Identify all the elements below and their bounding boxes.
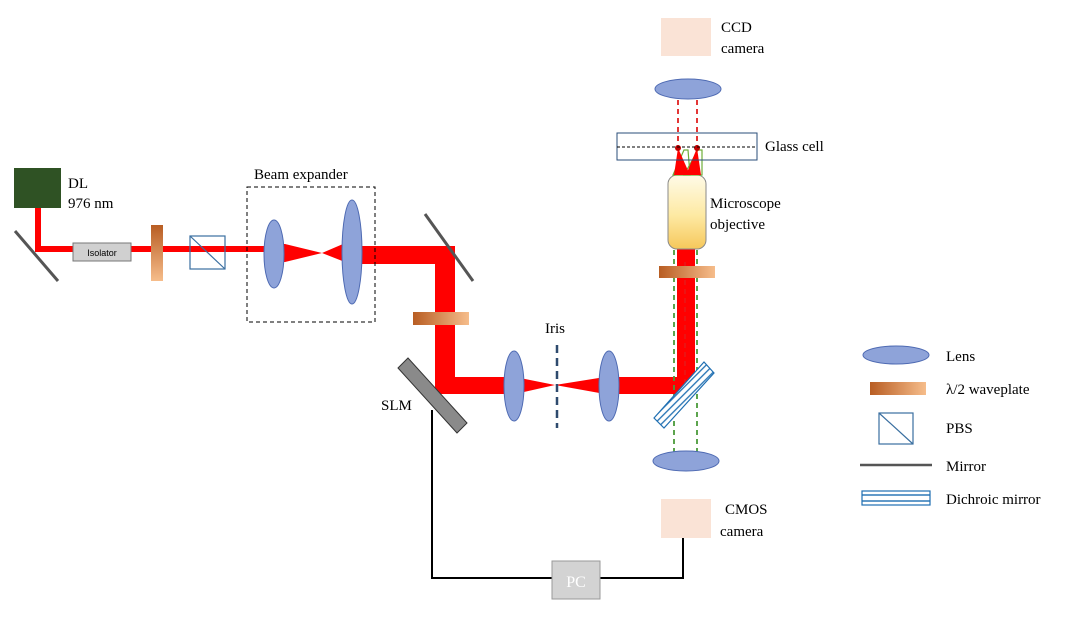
trap-spot-1 [675,145,681,151]
ccd-label-line2: camera [721,41,765,57]
trap-spot-2 [694,145,700,151]
legend-dichroic-label: Dichroic mirror [946,492,1041,508]
dl-label: DL [68,176,88,192]
isolator-label: Isolator [87,248,117,258]
cmos-camera [661,499,711,538]
wavelength-label: 976 nm [68,196,114,212]
ccd-camera [661,18,711,56]
isolator [72,242,132,262]
legend-pbs-icon [878,412,914,445]
legend: Lens λ/2 waveplate PBS Mirror Dichroic m… [860,345,1041,508]
legend-lens-icon [862,345,930,365]
slm [397,357,468,434]
mirror-1 [13,230,60,282]
slm-label: SLM [381,398,412,414]
pc-label: PC [566,574,586,591]
relay-lens-2 [598,350,620,422]
laser-diode [14,168,61,208]
waveplate-1 [151,225,163,281]
expander-lens-1 [263,219,285,289]
relay-lens-1 [503,350,525,422]
slm-pc-cable [431,410,552,579]
legend-waveplate-label: λ/2 waveplate [946,382,1030,398]
focus-cone-2 [686,148,701,175]
laser-beam-path [35,205,695,394]
ccd-label-line1: CCD [721,20,752,36]
waveplate-3 [659,266,715,278]
legend-mirror-label: Mirror [946,459,986,475]
pc-cmos-cable [600,538,684,579]
ccd-imaging-lens [654,78,722,100]
legend-waveplate-icon [870,382,926,395]
expander-lens-2 [341,199,363,305]
legend-dichroic-icon [861,490,931,506]
cmos-label-line2: camera [720,524,764,540]
microscope-objective [667,149,707,250]
objective-label-line1: Microscope [710,196,781,212]
beam-expander-box [246,186,376,323]
focus-cone-1 [674,148,690,175]
legend-pbs-label: PBS [946,421,973,437]
objective-label-line2: objective [710,217,765,233]
legend-lens-label: Lens [946,349,975,365]
glass-cell-label: Glass cell [765,139,824,155]
cmos-imaging-lens [652,450,720,472]
dichroic-mirror [653,361,715,429]
pbs-cube [189,235,226,270]
mirror-2 [423,213,475,282]
beam-expander-label: Beam expander [254,167,348,183]
glass-cell [616,132,758,161]
pc-box [551,560,601,600]
cmos-label-line1: CMOS [725,502,768,518]
waveplate-2 [413,312,469,325]
iris-label: Iris [545,321,565,337]
